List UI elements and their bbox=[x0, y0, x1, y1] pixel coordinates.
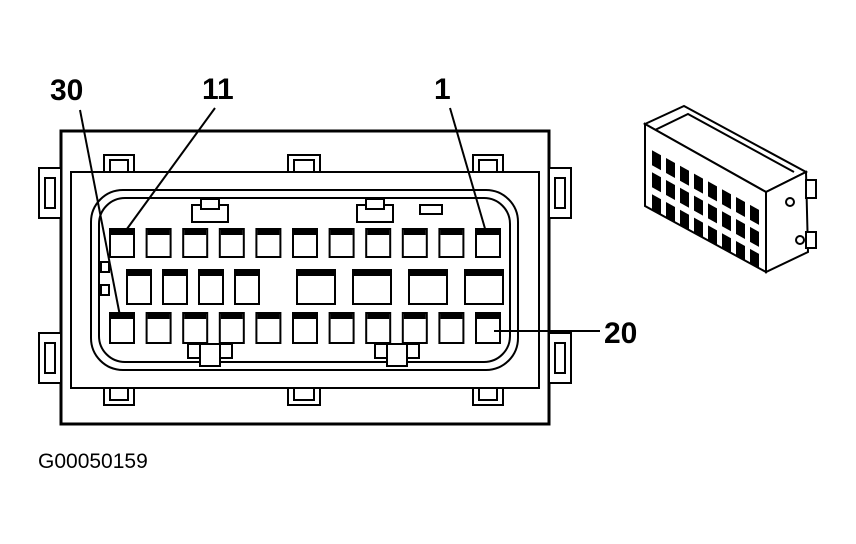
leader-1 bbox=[449, 107, 487, 233]
connector-3d-cavity bbox=[666, 180, 675, 200]
pin-cavity bbox=[234, 269, 260, 305]
connector-3d-cavity bbox=[750, 248, 759, 269]
cavity-block-side-notches bbox=[100, 261, 110, 296]
callout-11: 11 bbox=[202, 73, 234, 106]
connector-3d-cavity bbox=[680, 209, 689, 230]
connector-3d-cavity bbox=[736, 241, 745, 262]
connector-3d-cavity bbox=[680, 165, 689, 186]
pin-cavity bbox=[145, 228, 172, 258]
pin-cavity bbox=[401, 312, 428, 344]
pin-cavity bbox=[109, 228, 135, 258]
callout-20: 20 bbox=[604, 317, 637, 350]
connector-housing-outer bbox=[59, 129, 551, 426]
housing-side-latches bbox=[38, 167, 572, 384]
connector-3d-cavity bbox=[652, 150, 661, 171]
pin-cavity bbox=[401, 228, 428, 258]
housing-top-tabs bbox=[103, 154, 504, 173]
connector-3d-cavity bbox=[736, 219, 745, 240]
connector-3d-cavity bbox=[722, 211, 731, 232]
cavity-block-inner bbox=[98, 197, 511, 363]
connector-3d-cavity bbox=[750, 204, 759, 225]
pin-cavity bbox=[218, 228, 245, 258]
connector-3d-cavity bbox=[708, 181, 717, 202]
connector-3d-cavity bbox=[722, 189, 731, 210]
cavity-block-top-keys bbox=[191, 198, 443, 223]
pin-cavity bbox=[328, 228, 355, 258]
connector-3d-cavity bbox=[722, 233, 731, 254]
connector-3d-view bbox=[642, 104, 817, 274]
callout-30: 30 bbox=[50, 74, 83, 107]
housing-bottom-tabs bbox=[103, 387, 504, 406]
pin-cavity bbox=[328, 312, 355, 344]
pin-cavity bbox=[438, 228, 465, 258]
connector-3d-cavity bbox=[708, 203, 717, 224]
connector-3d-cavity bbox=[736, 197, 745, 218]
connector-3d-cavity bbox=[666, 202, 675, 222]
pin-cavity bbox=[126, 269, 152, 305]
connector-3d-cavity bbox=[666, 158, 675, 178]
callout-1: 1 bbox=[434, 73, 451, 106]
pin-cavity-large bbox=[464, 269, 504, 305]
pin-cavity bbox=[255, 228, 282, 258]
pin-cavity bbox=[475, 312, 501, 344]
pin-cavity bbox=[145, 312, 172, 344]
connector-3d-cavity bbox=[652, 194, 661, 215]
pin-cavity bbox=[182, 228, 209, 258]
pin-cavity bbox=[198, 269, 224, 305]
connector-3d-cavity bbox=[652, 172, 661, 193]
pin-cavity-large bbox=[352, 269, 392, 305]
pin-cavity bbox=[162, 269, 188, 305]
connector-3d-cavity bbox=[708, 225, 717, 246]
pin-cavity bbox=[438, 312, 465, 344]
pin-cavity bbox=[292, 312, 318, 344]
connector-3d-cavity bbox=[750, 226, 759, 247]
cavity-row-top bbox=[109, 228, 501, 258]
cavity-block-bottom-keys bbox=[187, 343, 420, 367]
connector-3d-cavity bbox=[694, 173, 703, 194]
connector-3d-cavity bbox=[680, 187, 689, 208]
pin-cavity bbox=[475, 228, 501, 258]
connector-3d-cavity bbox=[694, 195, 703, 216]
pin-cavity bbox=[292, 228, 318, 258]
figure-id: G00050159 bbox=[38, 450, 148, 473]
pin-cavity bbox=[255, 312, 282, 344]
cavity-row-middle bbox=[126, 269, 504, 305]
cavity-block-outer bbox=[90, 189, 519, 371]
pin-cavity bbox=[109, 312, 135, 344]
connector-3d-cavity bbox=[694, 217, 703, 238]
leader-11 bbox=[123, 107, 216, 234]
callout-leaders bbox=[79, 107, 600, 332]
connector-3d-cavities bbox=[652, 150, 759, 269]
pin-cavity bbox=[365, 312, 392, 344]
connector-face bbox=[38, 129, 572, 426]
leader-30 bbox=[79, 109, 121, 317]
pin-cavity-large bbox=[296, 269, 336, 305]
cavity-row-bottom bbox=[109, 312, 501, 344]
pin-cavity bbox=[365, 228, 392, 258]
pin-cavity-large bbox=[408, 269, 448, 305]
pin-cavity bbox=[182, 312, 209, 344]
connector-3d-right-face bbox=[765, 170, 810, 274]
pin-cavity bbox=[218, 312, 245, 344]
